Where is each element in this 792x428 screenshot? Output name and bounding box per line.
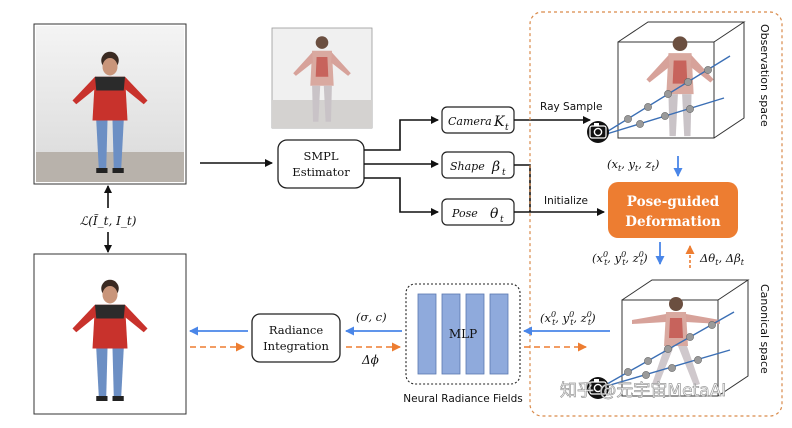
smpl-label-1: SMPL: [303, 149, 338, 163]
canonical-cube: [586, 279, 750, 400]
deformation-label-1: Pose-guided: [627, 194, 720, 210]
camera-icon: [586, 120, 610, 144]
smpl-estimator-node: SMPL Estimator: [277, 139, 365, 189]
observation-space-label: Observation space: [758, 24, 771, 127]
mlp-label: MLP: [449, 327, 477, 341]
input-image-stack: [33, 23, 187, 185]
sigma-c-label: (σ, c): [356, 310, 387, 324]
radiance-label-1: Radiance: [269, 323, 324, 337]
rendered-image: [33, 253, 187, 415]
camera-sub: t: [505, 123, 509, 133]
obs-coords: (xt, yt, zt): [607, 157, 659, 173]
pose-sub: t: [500, 215, 504, 225]
watermark: 知乎 @元宇宙MetaAI: [560, 381, 726, 401]
smpl-branch-lines: [364, 116, 439, 216]
pose-symbol: θ: [490, 206, 499, 222]
deformation-region: [529, 11, 783, 417]
pose-label: Pose: [451, 207, 478, 220]
camera-label: Camera: [448, 115, 492, 128]
smpl-label-2: Estimator: [292, 165, 350, 179]
pose-node: Pose θ t: [441, 198, 515, 226]
ray-sample-label: Ray Sample: [540, 101, 602, 113]
mlp-node: MLP: [405, 283, 521, 385]
shape-symbol: β: [491, 159, 500, 175]
observation-cube: [586, 21, 746, 144]
radiance-label-2: Integration: [263, 339, 329, 353]
canonical-space-label: Canonical space: [758, 284, 771, 374]
smpl-mesh-thumbnail: [271, 27, 373, 129]
delta-params: Δθt, Δβt: [699, 251, 745, 267]
camera-symbol: K: [493, 114, 506, 130]
deformation-label-2: Deformation: [625, 214, 721, 230]
shape-node: Shape β t: [441, 151, 515, 179]
shape-label: Shape: [450, 160, 485, 173]
initialize-label: Initialize: [544, 195, 588, 207]
delta-phi-label: Δϕ: [361, 353, 379, 367]
radiance-integration-node: Radiance Integration: [251, 313, 341, 363]
nerf-label: Neural Radiance Fields: [403, 393, 522, 405]
loss-label: ℒ(Ĩ_t, I_t): [80, 213, 137, 228]
camera-node: Camera K t: [441, 106, 515, 134]
deformation-node: Pose-guided Deformation: [608, 182, 738, 238]
shape-sub: t: [502, 168, 506, 178]
